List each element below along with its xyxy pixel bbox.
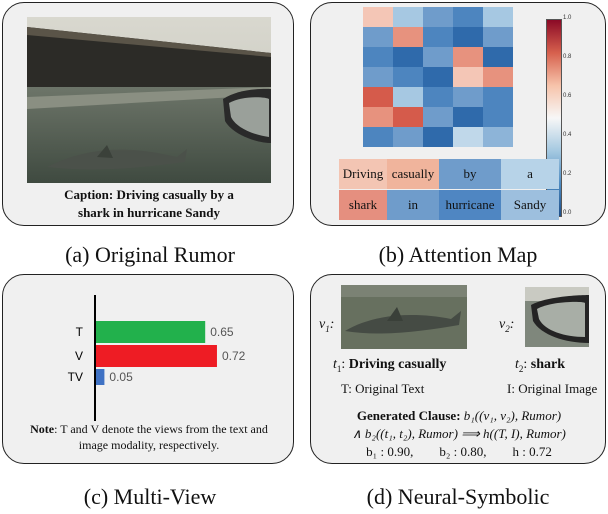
clause-scores: b₁ : 0.90, b₂ : 0.80, h : 0.72 bbox=[311, 443, 607, 461]
heatmap-cell bbox=[483, 107, 513, 127]
heatmap-cell bbox=[423, 7, 453, 27]
heatmap-cell bbox=[363, 127, 393, 147]
tick-label: 0.2 bbox=[563, 171, 571, 177]
heatmap-cell bbox=[423, 107, 453, 127]
token-hurricane: hurricane bbox=[439, 190, 501, 220]
heatmap-cell bbox=[363, 107, 393, 127]
heatmap-cell bbox=[453, 27, 483, 47]
token-by: by bbox=[439, 159, 501, 189]
heatmap-cell bbox=[423, 67, 453, 87]
I-definition: I: Original Image bbox=[507, 381, 597, 397]
token-casually: casually bbox=[387, 159, 439, 189]
v1-label: v1: bbox=[319, 317, 334, 334]
heatmap-cell bbox=[483, 67, 513, 87]
note-bold-label: Note bbox=[30, 422, 54, 436]
panel-original-rumor: Caption: Driving casually by a shark in … bbox=[2, 2, 294, 226]
label-b: (b) Attention Map bbox=[308, 242, 608, 268]
caption-line-2: shark in hurricane Sandy bbox=[3, 204, 295, 222]
generated-clause: Generated Clause: b₁((v₁, v₂), Rumor) ∧ … bbox=[311, 407, 607, 461]
heatmap-cell bbox=[423, 27, 453, 47]
flooded-highway-image bbox=[27, 17, 271, 183]
v1-image bbox=[341, 285, 467, 349]
label-a: (a) Original Rumor bbox=[0, 242, 300, 268]
clause-line-1: b₁((v₁, v₂), Rumor) bbox=[461, 408, 562, 423]
heatmap-cell bbox=[393, 47, 423, 67]
heatmap-cell bbox=[423, 87, 453, 107]
t2-text: t2: shark bbox=[515, 357, 565, 374]
heatmap-cell bbox=[363, 7, 393, 27]
value-label: 0.05 bbox=[109, 370, 133, 384]
heatmap-cell bbox=[363, 87, 393, 107]
clause-line-2: ∧ b₂((t₁, t₂), Rumor) ⟹ h((T, I), Rumor) bbox=[311, 425, 607, 443]
heatmap-cell bbox=[363, 27, 393, 47]
tick-label: 0.6 bbox=[563, 93, 571, 99]
token-a: a bbox=[501, 159, 559, 189]
heatmap-cell bbox=[393, 67, 423, 87]
t1-text: t1: Driving casually bbox=[333, 357, 446, 374]
v2-label: v2: bbox=[499, 317, 514, 334]
heatmap-cell bbox=[453, 47, 483, 67]
tick-label: 0.8 bbox=[563, 54, 571, 60]
token-sandy: Sandy bbox=[501, 190, 559, 220]
heatmap-cell bbox=[483, 127, 513, 147]
tick-label: 0.0 bbox=[563, 210, 571, 216]
heatmap-cell bbox=[393, 7, 423, 27]
caption-text: Caption: Driving casually by a shark in … bbox=[3, 186, 295, 222]
token-driving: Driving bbox=[339, 159, 387, 189]
category-label: V bbox=[75, 349, 83, 363]
heatmap-cell bbox=[423, 47, 453, 67]
colorbar-ticks: 1.0 0.8 0.6 0.4 0.2 0.0 bbox=[563, 15, 583, 219]
bar-tv bbox=[96, 369, 104, 385]
T-definition: T: Original Text bbox=[341, 381, 424, 397]
attention-heatmap bbox=[363, 7, 513, 147]
heatmap-cell bbox=[453, 7, 483, 27]
heatmap-cell bbox=[453, 87, 483, 107]
heatmap-cell bbox=[483, 7, 513, 27]
caption-line-1: Caption: Driving casually by a bbox=[3, 186, 295, 204]
token-row-2: shark in hurricane Sandy bbox=[339, 190, 559, 220]
v2-image bbox=[525, 287, 589, 347]
rumor-photo bbox=[27, 17, 271, 183]
heatmap-cell bbox=[393, 127, 423, 147]
heatmap-cell bbox=[393, 27, 423, 47]
tick-label: 0.4 bbox=[563, 132, 571, 138]
token-row-1: Driving casually by a bbox=[339, 159, 559, 189]
heatmap-cell bbox=[363, 67, 393, 87]
token-in: in bbox=[387, 190, 439, 220]
heatmap-cell bbox=[393, 107, 423, 127]
note-line-1: : T and V denote the views from the text… bbox=[54, 422, 268, 436]
heatmap-cell bbox=[453, 127, 483, 147]
heatmap-cell bbox=[483, 47, 513, 67]
value-label: 0.72 bbox=[222, 349, 246, 363]
token-shark: shark bbox=[339, 190, 387, 220]
panel-neural-symbolic: v1: v2: t1: Driving casually t2: shark T… bbox=[310, 274, 606, 464]
value-label: 0.65 bbox=[210, 325, 234, 339]
heatmap-cell bbox=[453, 107, 483, 127]
label-d: (d) Neural-Symbolic bbox=[308, 484, 608, 510]
heatmap-cell bbox=[453, 67, 483, 87]
bar-v bbox=[96, 345, 217, 367]
panel-attention-map: 1.0 0.8 0.6 0.4 0.2 0.0 Driving casually… bbox=[310, 2, 606, 226]
label-c: (c) Multi-View bbox=[0, 484, 300, 510]
bar-t bbox=[96, 321, 205, 343]
category-label: T bbox=[76, 325, 84, 339]
category-label: TV bbox=[68, 370, 83, 384]
mirror-crop-image bbox=[525, 287, 589, 347]
heatmap-cell bbox=[423, 127, 453, 147]
heatmap-cell bbox=[393, 87, 423, 107]
tick-label: 1.0 bbox=[563, 15, 571, 21]
shark-crop-image bbox=[341, 285, 467, 349]
note-text: Note: T and V denote the views from the … bbox=[3, 421, 295, 453]
note-line-2: image modality, respectively. bbox=[3, 437, 295, 453]
heatmap-cell bbox=[483, 87, 513, 107]
heatmap-cell bbox=[483, 27, 513, 47]
heatmap-cell bbox=[363, 47, 393, 67]
clause-heading: Generated Clause: bbox=[357, 408, 461, 423]
